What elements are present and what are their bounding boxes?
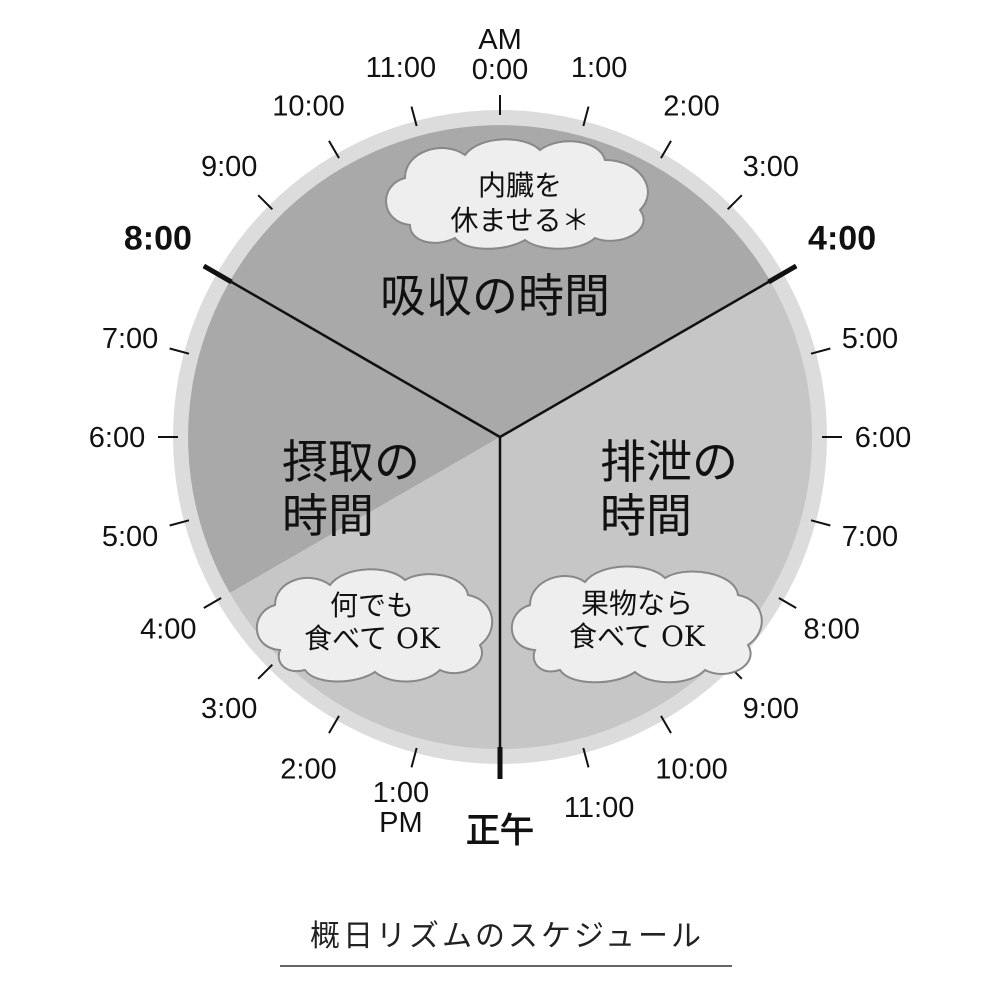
cloud-top-line1: 内臓を: [478, 169, 562, 202]
hour-tick-2: [660, 140, 672, 159]
hour-label-10: 10:00: [655, 754, 728, 786]
hour-label-7: 7:00: [842, 521, 898, 553]
hour-tick-8: [778, 597, 797, 609]
hour-label-20: 8:00: [124, 220, 192, 258]
cloud-right: [510, 565, 763, 684]
hour-label-line: AM: [478, 24, 522, 56]
hour-label-line: 正午: [466, 812, 534, 850]
hour-tick-11: [582, 747, 590, 768]
hour-label-15: 3:00: [201, 693, 257, 725]
hour-tick-3: [726, 194, 743, 211]
hour-tick-7: [810, 519, 831, 527]
sector-intake-line2: 時間: [282, 489, 374, 543]
hour-label-line: 6:00: [89, 422, 145, 454]
hour-label-line: 5:00: [102, 521, 158, 553]
hour-tick-19: [169, 347, 190, 355]
hour-tick-16: [203, 597, 222, 609]
hour-tick-13: [410, 747, 418, 768]
hour-label-line: 11:00: [564, 792, 634, 824]
hour-label-line: 3:00: [743, 151, 799, 183]
hour-tick-17: [169, 519, 190, 527]
sector-excretion-line2: 時間: [600, 489, 692, 543]
hour-label-line: 10:00: [272, 90, 345, 122]
hour-label-line: 9:00: [743, 693, 799, 725]
hour-label-line: 0:00: [472, 54, 528, 86]
cloud-top-line2: 休ませる＊: [450, 204, 589, 237]
cloud-left-line2: 食べて OK: [304, 622, 441, 655]
hour-label-17: 5:00: [102, 521, 158, 553]
hour-label-line: 1:00: [373, 777, 429, 809]
hour-tick-21: [257, 194, 274, 211]
hour-label-8: 8:00: [803, 614, 859, 646]
caption: 概日リズムのスケジュール: [310, 919, 704, 954]
hour-label-11: 11:00: [564, 792, 634, 824]
sector-absorption: [188, 125, 771, 593]
hour-tick-5: [810, 347, 831, 355]
hour-label-5: 5:00: [842, 323, 898, 355]
cloud-left: [255, 568, 494, 683]
cloud-right-line2: 食べて OK: [569, 620, 706, 653]
hour-tick-23: [410, 106, 418, 127]
hour-label-line: 7:00: [842, 521, 898, 553]
hour-tick-22: [328, 140, 340, 159]
sector-absorption-label: 吸収の時間: [380, 269, 610, 323]
cloud-top: [385, 138, 649, 250]
hour-label-12: 正午: [466, 812, 534, 850]
hour-label-1: 1:00: [571, 52, 627, 84]
major-tick-4: [767, 263, 798, 285]
hour-label-4: 4:00: [808, 220, 876, 258]
hour-label-19: 7:00: [102, 323, 158, 355]
divider-line-4: [499, 264, 797, 439]
hour-label-line: 10:00: [655, 754, 728, 786]
cloud-left-line1: 何でも: [330, 589, 414, 622]
cloud-right-line1: 果物なら: [581, 587, 693, 620]
hour-label-line: PM: [379, 807, 423, 839]
hour-label-14: 2:00: [280, 754, 336, 786]
major-tick-20: [202, 263, 233, 285]
hour-label-line: 4:00: [140, 614, 196, 646]
divider-line-20: [203, 264, 501, 439]
sector-excretion-line1: 排泄の: [600, 435, 738, 489]
hour-tick-10: [660, 715, 672, 734]
hour-tick-14: [328, 715, 340, 734]
hour-label-3: 3:00: [743, 151, 799, 183]
hour-label-6: 6:00: [855, 422, 911, 454]
hour-label-line: 8:00: [124, 220, 192, 258]
hour-label-9: 9:00: [743, 693, 799, 725]
hour-label-23: 11:00: [366, 52, 436, 84]
hour-label-line: 11:00: [366, 52, 436, 84]
hour-label-line: 8:00: [803, 614, 859, 646]
hour-label-line: 4:00: [808, 220, 876, 258]
hour-tick-1: [582, 106, 590, 127]
hour-label-2: 2:00: [663, 90, 719, 122]
hour-label-line: 2:00: [280, 754, 336, 786]
hour-label-line: 1:00: [571, 52, 627, 84]
hour-label-line: 2:00: [663, 90, 719, 122]
hour-label-18: 6:00: [89, 422, 145, 454]
hour-label-22: 10:00: [272, 90, 345, 122]
hour-tick-15: [257, 663, 274, 680]
hour-label-line: 7:00: [102, 323, 158, 355]
hour-label-16: 4:00: [140, 614, 196, 646]
hour-label-line: 6:00: [855, 422, 911, 454]
hour-label-21: 9:00: [201, 151, 257, 183]
sector-intake-line1: 摂取の: [282, 435, 420, 489]
hour-label-line: 3:00: [201, 693, 257, 725]
hour-label-line: 5:00: [842, 323, 898, 355]
hour-label-line: 9:00: [201, 151, 257, 183]
